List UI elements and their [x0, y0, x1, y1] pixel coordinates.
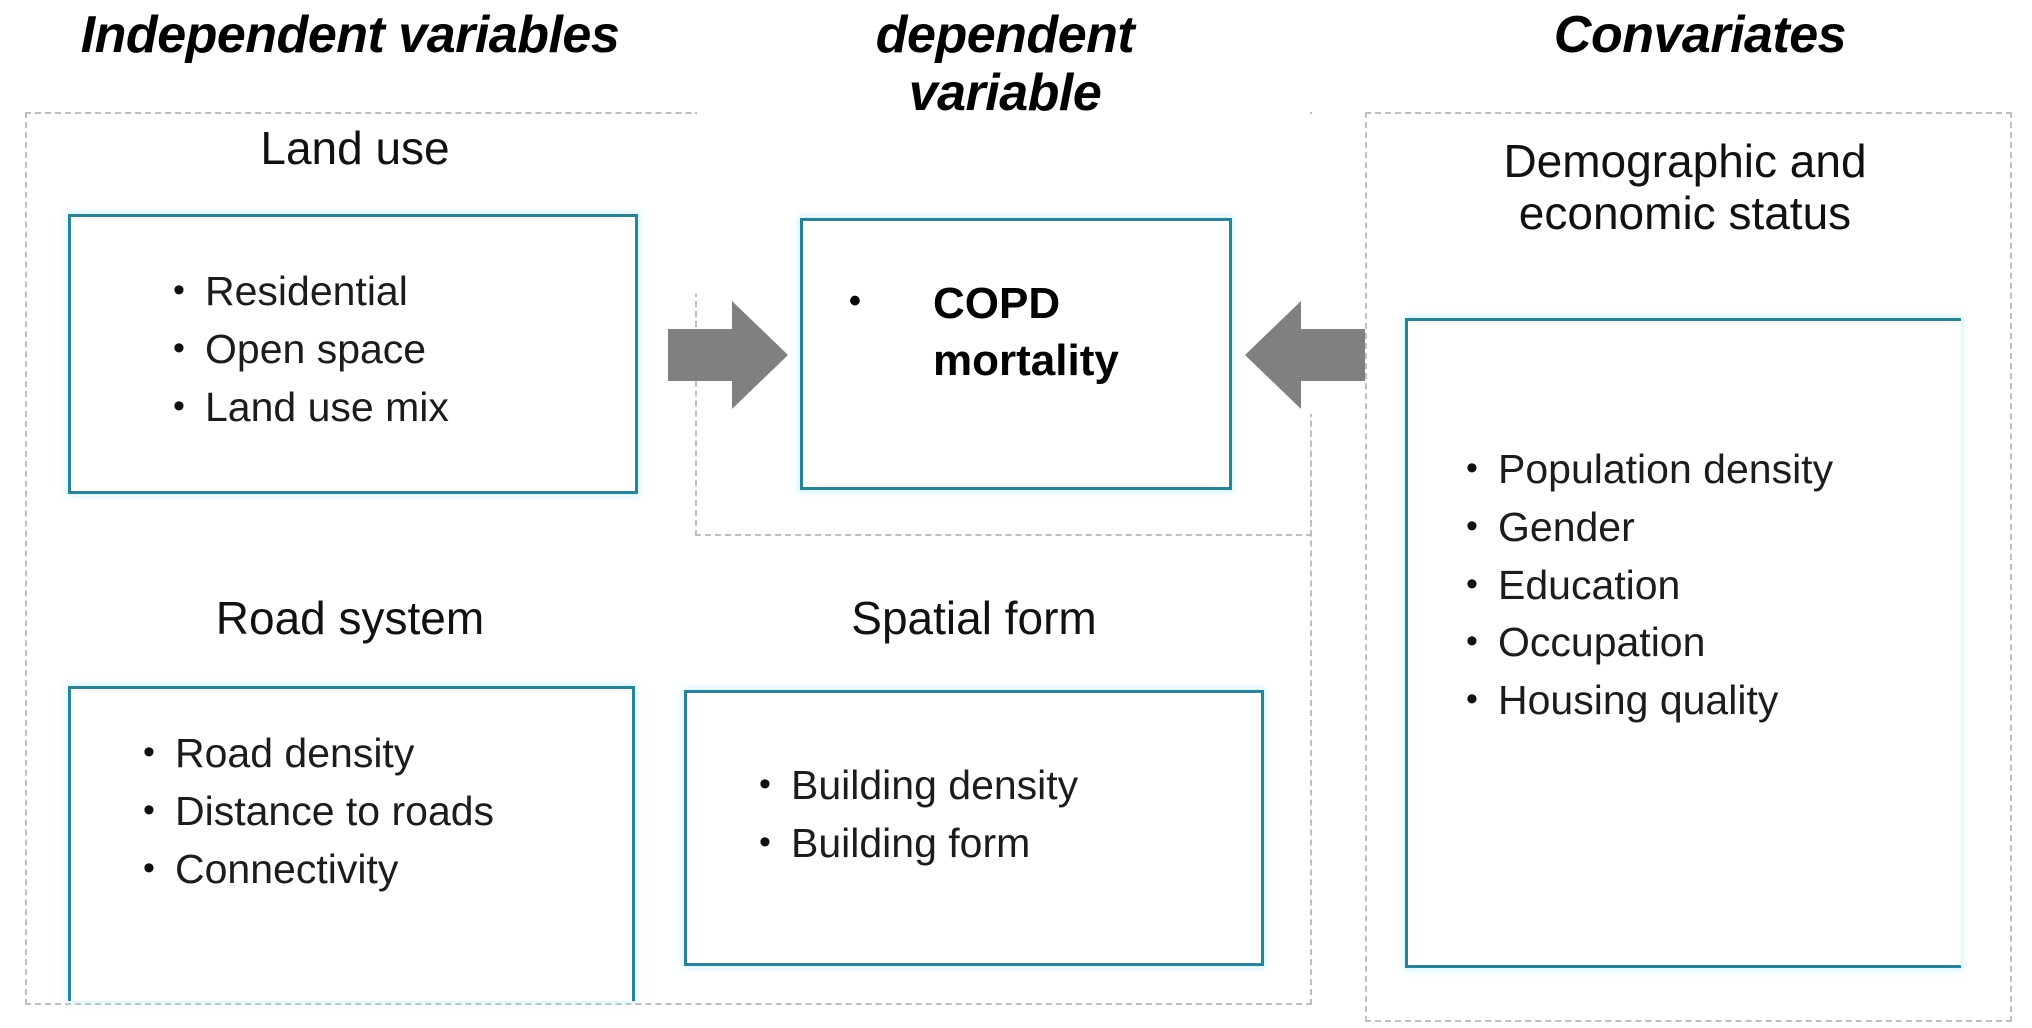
list-item: Open space [163, 320, 635, 379]
box-road-system: Road density Distance to roads Connectiv… [68, 686, 635, 1001]
list-road-system: Road density Distance to roads Connectiv… [133, 724, 632, 899]
list-item: Housing quality [1456, 671, 1961, 730]
list-item: Land use mix [163, 378, 635, 437]
list-item: Population density [1456, 440, 1961, 499]
box-copd-mortality: • COPD mortality [800, 218, 1232, 490]
list-spatial-form: Building density Building form [749, 756, 1261, 873]
list-demographic: Population density Gender Education Occu… [1456, 440, 1961, 730]
list-item: Connectivity [133, 840, 632, 899]
dash-mask-left-upper [690, 114, 704, 294]
bullet-icon: • [849, 282, 861, 320]
list-item: Residential [163, 262, 635, 321]
list-item: Road density [133, 724, 632, 783]
panel-title-land-use: Land use [260, 122, 450, 174]
group-covariates [1365, 112, 2012, 1022]
box-spatial-form: Building density Building form [684, 690, 1264, 966]
list-item: Occupation [1456, 613, 1961, 672]
list-item: Building form [749, 814, 1261, 873]
box-land-use: Residential Open space Land use mix [68, 214, 638, 494]
arrow-left-icon [1245, 295, 1365, 415]
list-item: Education [1456, 556, 1961, 615]
list-item: Gender [1456, 498, 1961, 557]
header-independent-variables: Independent variables [80, 6, 620, 64]
group-independent-variables [25, 112, 1312, 1005]
list-item: Building density [749, 756, 1261, 815]
copd-bullet-item: • COPD mortality [849, 275, 1229, 389]
panel-title-spatial-form: Spatial form [851, 592, 1097, 644]
copd-mortality-label: COPD mortality [933, 279, 1119, 386]
panel-title-road-system: Road system [215, 592, 485, 644]
arrow-right-icon [668, 295, 788, 415]
panel-title-demographic-economic-status: Demographic and economic status [1503, 135, 1867, 240]
list-land-use: Residential Open space Land use mix [163, 262, 635, 437]
list-item: Distance to roads [133, 782, 632, 841]
box-demographic-economic-status: Population density Gender Education Occu… [1405, 318, 1961, 968]
dash-mask-top [697, 100, 1310, 116]
header-covariates: Convariates [1553, 6, 1847, 64]
header-dependent-variable: dependent variable [875, 6, 1135, 123]
